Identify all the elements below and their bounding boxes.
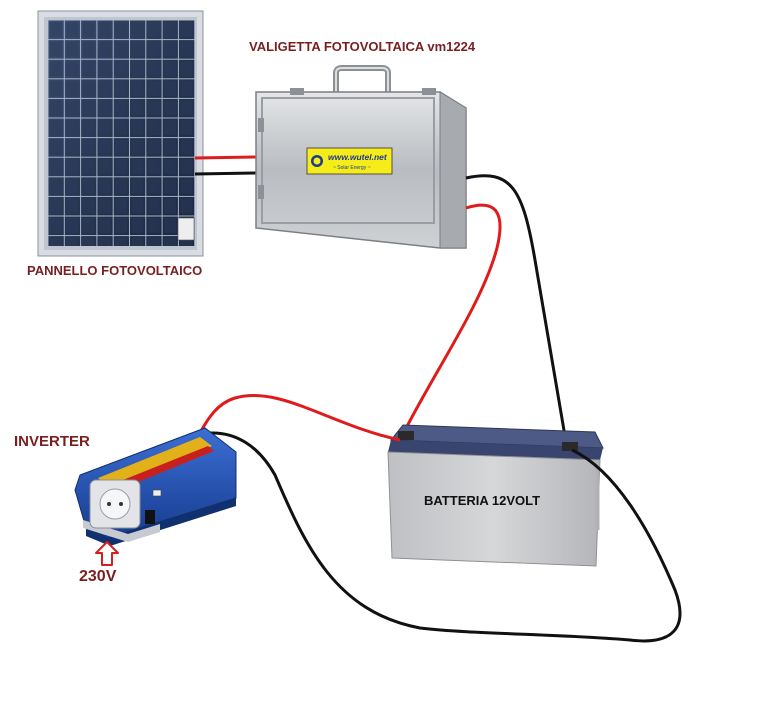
solar-panel xyxy=(37,10,204,257)
inverter-red-wire xyxy=(198,393,401,442)
panel-title: PANNELLO FOTOVOLTAICO xyxy=(27,263,203,278)
panel-black-wire xyxy=(194,171,257,176)
case-sticker: www.wutel.net ~ Solar Energy ~ xyxy=(306,147,393,175)
battery-positive-terminal xyxy=(398,431,414,440)
battery-title: BATTERIA 12VOLT xyxy=(424,493,541,508)
power-switch-icon xyxy=(145,510,155,524)
battery xyxy=(387,424,604,567)
inverter xyxy=(74,427,237,546)
output-voltage: 230V xyxy=(79,568,117,585)
case-title: VALIGETTA FOTOVOLTAICA vm1224 xyxy=(249,39,476,54)
case-red-wire xyxy=(398,203,502,441)
sun-logo-icon xyxy=(311,155,323,167)
inverter-black-wire xyxy=(209,431,682,643)
sticker-tagline: ~ Solar Energy ~ xyxy=(333,165,371,171)
case-black-wire xyxy=(465,174,569,449)
power-socket-icon xyxy=(99,488,131,520)
up-arrow-icon xyxy=(95,541,119,566)
inverter-title: INVERTER xyxy=(14,433,90,450)
barcode-label xyxy=(177,217,195,241)
battery-negative-terminal xyxy=(562,442,578,451)
usb-port-icon xyxy=(152,489,162,497)
sticker-website: www.wutel.net xyxy=(328,152,388,162)
panel-red-wire xyxy=(194,155,257,160)
